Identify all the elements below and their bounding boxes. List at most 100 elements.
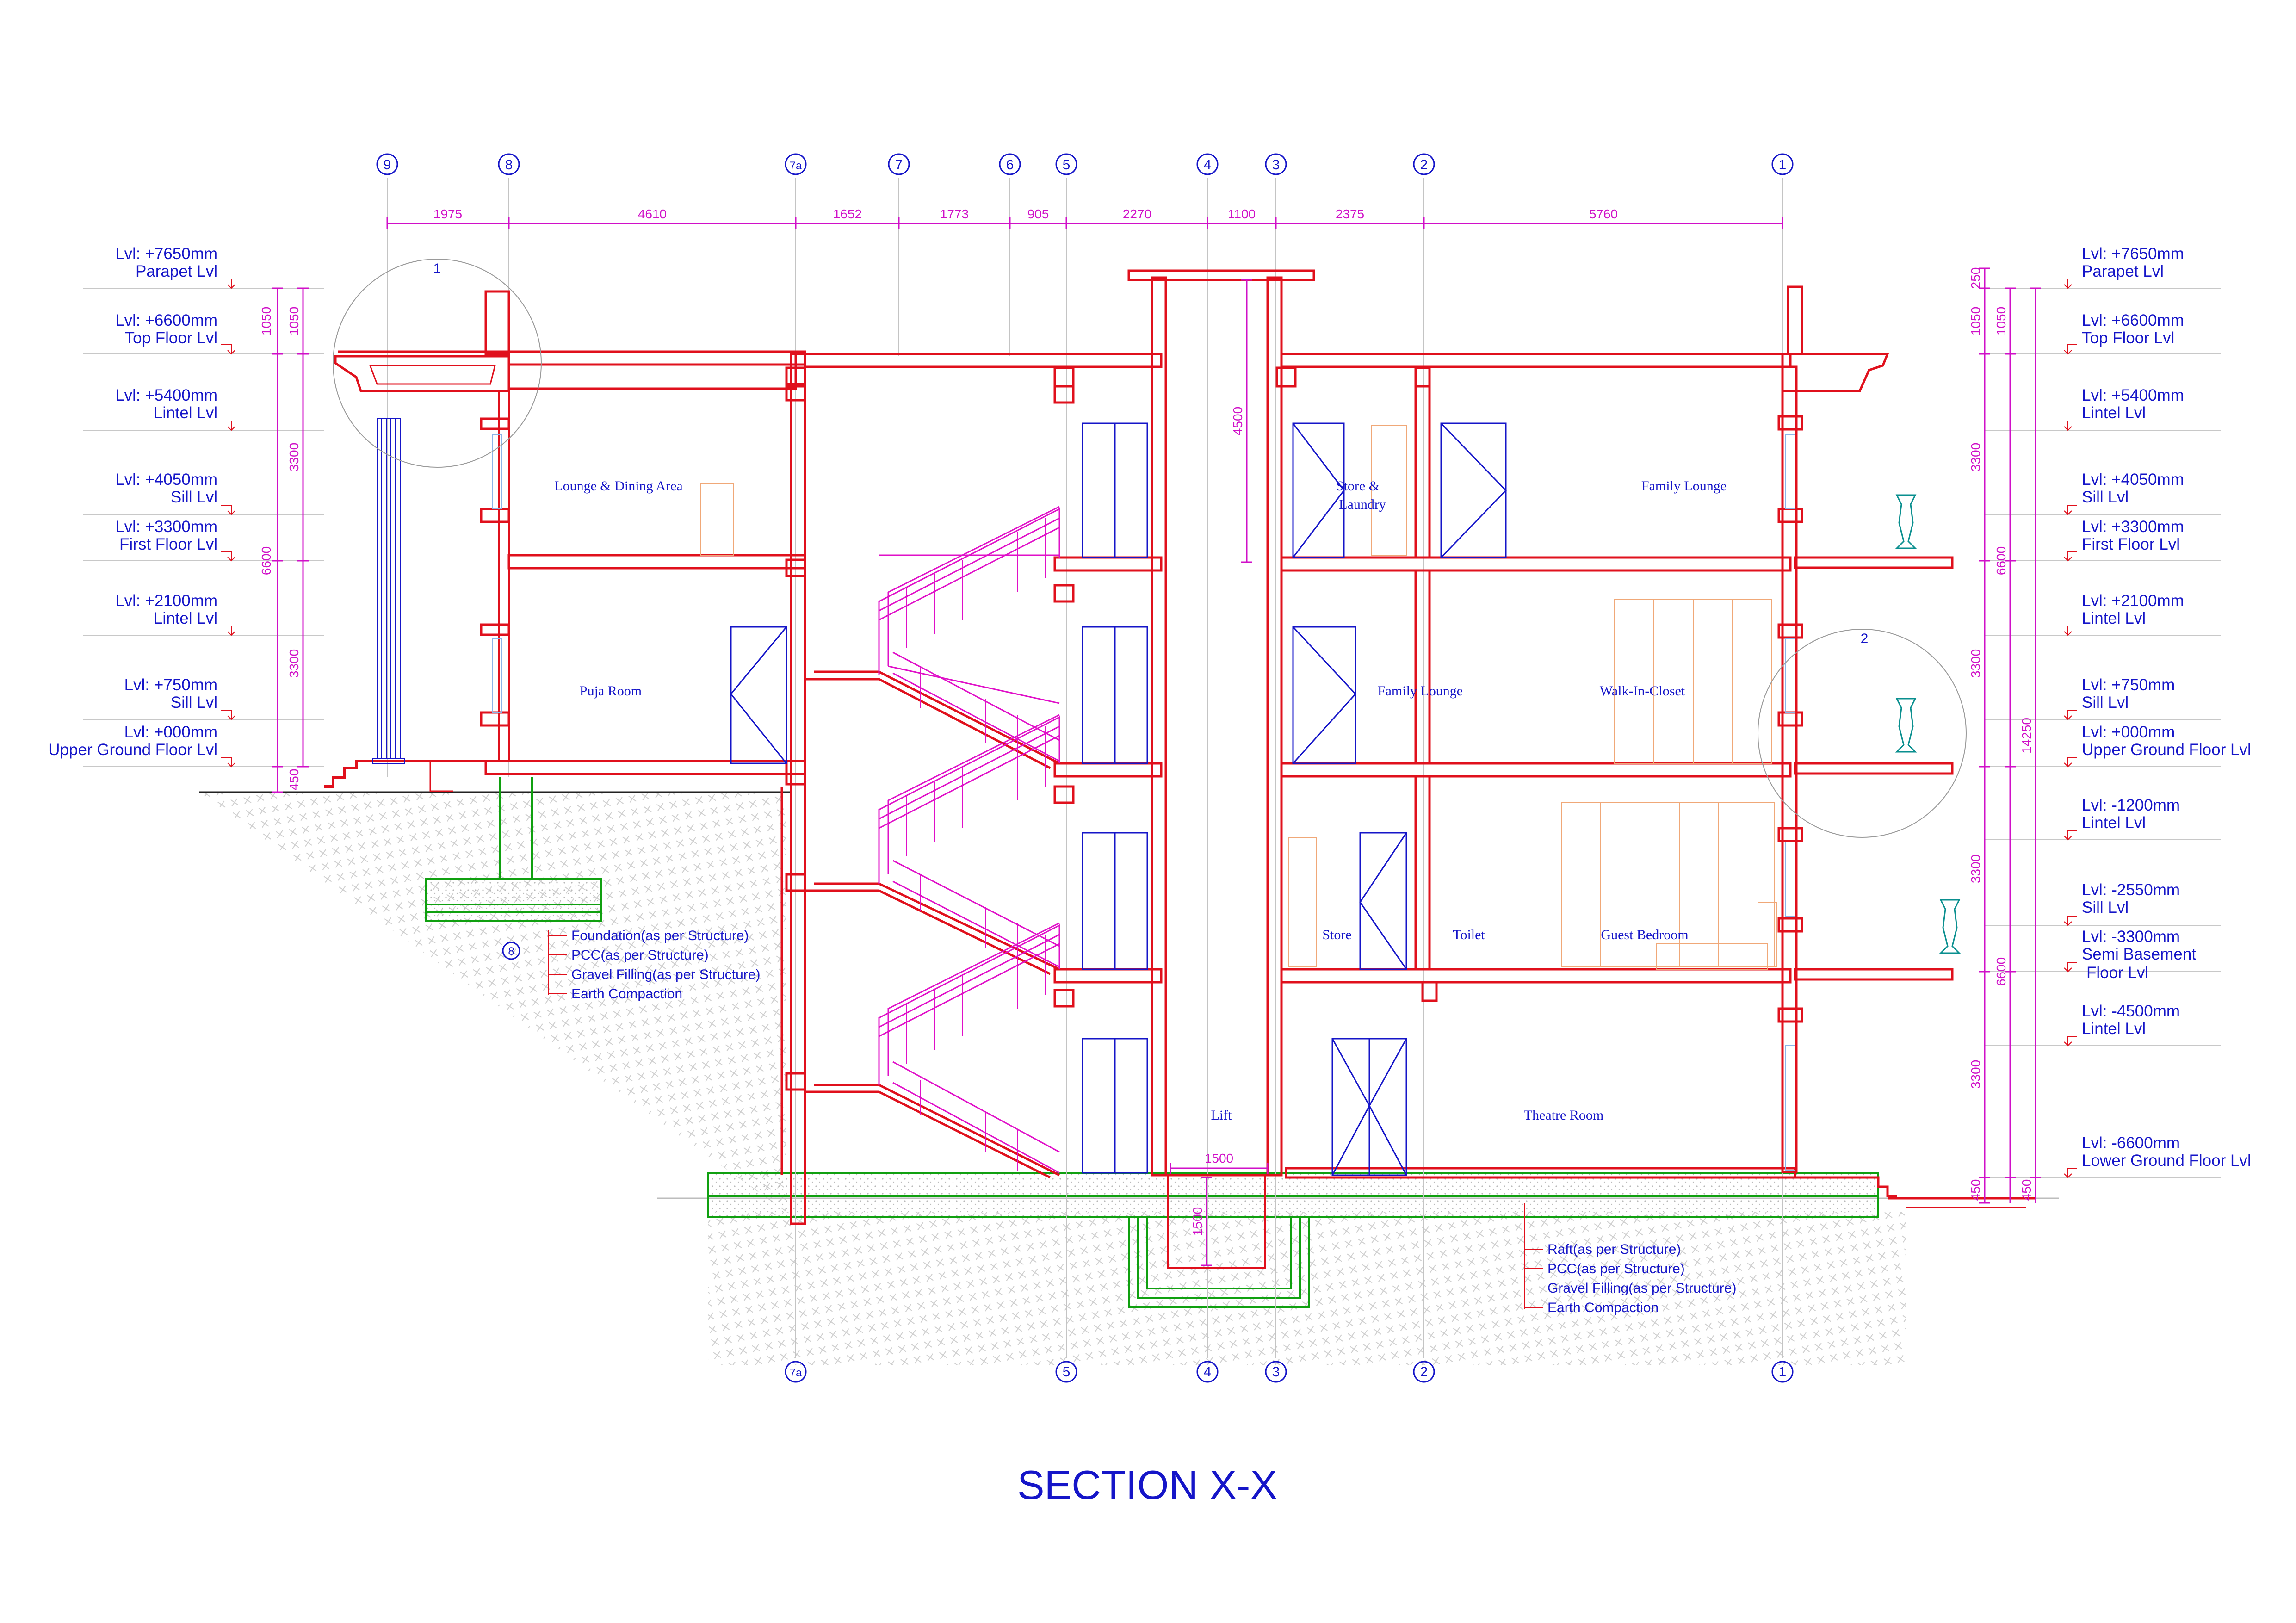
dim-label: 3300 bbox=[1968, 443, 1983, 471]
site-ground bbox=[199, 791, 2059, 1365]
note-raft: Raft(as per Structure) bbox=[1547, 1242, 1681, 1257]
dim-label: 450 bbox=[1968, 1179, 1983, 1201]
level-value: Lvl: +750mm bbox=[124, 676, 217, 694]
level-value: Lvl: +6600mm bbox=[115, 311, 217, 329]
level-value: Lvl: +3300mm bbox=[115, 518, 217, 536]
doors bbox=[730, 422, 1507, 1176]
level-value: Lvl: +3300mm bbox=[2082, 518, 2184, 536]
dim-label: 6600 bbox=[259, 546, 273, 575]
note-pcc: PCC(as per Structure) bbox=[1547, 1261, 1685, 1276]
grid-label: 3 bbox=[1272, 1364, 1280, 1380]
dim-label: 450 bbox=[2019, 1179, 2034, 1201]
grid-label: 8 bbox=[505, 157, 513, 173]
grid-dim-2-1: 5760 bbox=[1589, 207, 1618, 221]
drawing-title: SECTION X-X bbox=[1017, 1462, 1277, 1508]
grid-label: 1 bbox=[1779, 157, 1787, 173]
level-value: Lvl: +4050mm bbox=[115, 471, 217, 489]
note-pcc: PCC(as per Structure) bbox=[571, 948, 709, 963]
lift-pit-dim: 1500 bbox=[1190, 1207, 1205, 1236]
level-name: Top Floor Lvl bbox=[125, 329, 217, 347]
foundation-notes-right: Raft(as per Structure) PCC(as per Struct… bbox=[1524, 1203, 1736, 1315]
level-name: Sill Lvl bbox=[171, 488, 217, 506]
grid-label: 7 bbox=[895, 157, 903, 173]
detail-callouts: 1 2 8 bbox=[333, 259, 1967, 960]
level-name: Lintel Lvl bbox=[2082, 404, 2146, 422]
balusters bbox=[1895, 494, 1961, 954]
level-value: Lvl: -3300mm bbox=[2082, 928, 2180, 946]
dim-label: 6600 bbox=[1994, 957, 2008, 986]
level-value: Lvl: +5400mm bbox=[115, 386, 217, 404]
grid-bubbles-bottom bbox=[785, 1361, 1794, 1383]
footing-tag-bubble bbox=[502, 942, 520, 960]
footing-tag: 8 bbox=[508, 945, 514, 958]
level-arrows-left bbox=[221, 279, 235, 768]
note-gravel: Gravel Filling(as per Structure) bbox=[1547, 1281, 1736, 1296]
grid-label: 9 bbox=[384, 157, 391, 173]
level-name: Semi Basement bbox=[2082, 945, 2196, 963]
level-value: Lvl: -6600mm bbox=[2082, 1134, 2180, 1152]
grid-dim-9-8: 1975 bbox=[433, 207, 462, 221]
level-name: Lintel Lvl bbox=[2082, 814, 2146, 832]
lift-width-dim: 1500 bbox=[1205, 1151, 1233, 1165]
grid-label: 2 bbox=[1420, 157, 1428, 173]
grid-dim-8-7a: 4610 bbox=[638, 207, 667, 221]
level-name: Lintel Lvl bbox=[2082, 1020, 2146, 1038]
raft-foundation bbox=[707, 1172, 1879, 1308]
foundation-notes-left: Foundation(as per Structure) PCC(as per … bbox=[548, 928, 760, 1002]
room-store: Store bbox=[1322, 927, 1351, 942]
grid-labels-top: 9 8 7a 7 6 5 4 3 2 1 bbox=[384, 157, 1787, 173]
level-value: Lvl: -4500mm bbox=[2082, 1002, 2180, 1020]
level-labels-left: Lvl: +7650mm Parapet Lvl Lvl: +6600mm To… bbox=[48, 245, 217, 759]
grid-label: 4 bbox=[1204, 1364, 1212, 1380]
level-name: Lintel Lvl bbox=[2082, 609, 2146, 627]
grid-label: 6 bbox=[1006, 157, 1014, 173]
dim-label: 450 bbox=[287, 769, 301, 791]
room-lift: Lift bbox=[1211, 1108, 1232, 1123]
note-gravel: Gravel Filling(as per Structure) bbox=[571, 967, 760, 982]
grid-label: 7a bbox=[790, 160, 802, 172]
grid-dim-5-4: 2270 bbox=[1123, 207, 1151, 221]
level-name: Lower Ground Floor Lvl bbox=[2082, 1152, 2251, 1170]
dim-label: 250 bbox=[1968, 267, 1983, 289]
dim-label: 3300 bbox=[1968, 649, 1983, 678]
grid-labels-bottom: 7a 5 4 3 2 1 bbox=[790, 1364, 1787, 1380]
level-value: Lvl: +5400mm bbox=[2082, 386, 2184, 404]
level-name: First Floor Lvl bbox=[2082, 535, 2180, 553]
grid-dim-6-5: 905 bbox=[1027, 207, 1049, 221]
dim-label: 1050 bbox=[1968, 307, 1983, 335]
furniture bbox=[700, 425, 1777, 970]
room-walk-in-closet: Walk-In-Closet bbox=[1600, 683, 1685, 699]
isolated-footing bbox=[425, 777, 602, 922]
dim-label: 1050 bbox=[287, 307, 301, 335]
note-foundation: Foundation(as per Structure) bbox=[571, 928, 749, 943]
level-value: Lvl: +6600mm bbox=[2082, 311, 2184, 329]
portico-column bbox=[372, 418, 405, 764]
level-value: Lvl: +2100mm bbox=[115, 592, 217, 610]
level-name: Top Floor Lvl bbox=[2082, 329, 2174, 347]
grid-bubbles-top bbox=[376, 153, 1794, 175]
grid-dim-4-3: 1100 bbox=[1228, 207, 1256, 221]
building-section bbox=[324, 269, 1954, 1269]
detail-circle-1 bbox=[333, 259, 542, 468]
room-guest-bedroom: Guest Bedroom bbox=[1601, 927, 1688, 942]
level-name: Sill Lvl bbox=[2082, 898, 2129, 917]
grid-label: 4 bbox=[1204, 157, 1212, 173]
dim-label: 14250 bbox=[2019, 718, 2034, 754]
room-store-laundry-2: Laundry bbox=[1339, 497, 1386, 512]
grid-dimension-chain: 1975 4610 1652 1773 905 2270 1100 2375 5… bbox=[386, 207, 1783, 229]
level-value: Lvl: -1200mm bbox=[2082, 796, 2180, 814]
shaft-height-dim: 4500 bbox=[1231, 407, 1245, 435]
room-lounge-dining: Lounge & Dining Area bbox=[554, 478, 682, 494]
grid-dim-3-2: 2375 bbox=[1336, 207, 1364, 221]
dim-label: 1050 bbox=[1994, 307, 2008, 335]
grid-dim-7a-7: 1652 bbox=[833, 207, 862, 221]
staircase bbox=[805, 506, 1060, 1179]
note-earth: Earth Compaction bbox=[1547, 1300, 1659, 1315]
level-name: Lintel Lvl bbox=[154, 609, 217, 627]
shaft-dims: 4500 1500 1500 bbox=[1170, 279, 1269, 1266]
grid-label: 2 bbox=[1420, 1364, 1428, 1380]
grid-label: 1 bbox=[1779, 1364, 1787, 1380]
dim-label: 1050 bbox=[259, 307, 273, 335]
level-name: Lintel Lvl bbox=[154, 404, 217, 422]
